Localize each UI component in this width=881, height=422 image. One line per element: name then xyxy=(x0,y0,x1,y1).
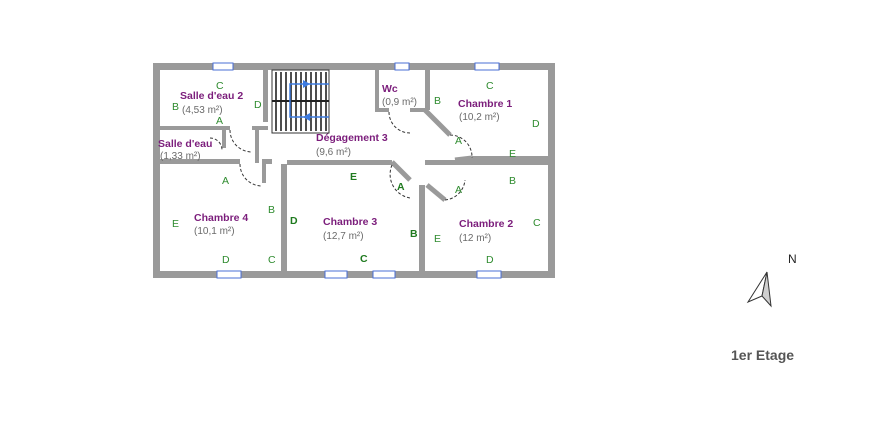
windows xyxy=(212,62,502,279)
wall-letter-ch3-e: E xyxy=(350,171,357,183)
wall-sde2-south-b xyxy=(252,126,268,130)
wall-ch2-north xyxy=(425,160,548,165)
wall-letter-ch2-e: E xyxy=(434,233,441,245)
wall-sde2-south xyxy=(160,126,230,130)
wall-sde-east xyxy=(222,130,226,148)
staircase xyxy=(271,69,330,134)
room-area-chambre-3: (12,7 m²) xyxy=(323,231,364,242)
wall-letters: C B D A B C D E A A E B D C E D B C A B … xyxy=(172,80,541,266)
wall-letter-ch4-b: B xyxy=(268,204,275,216)
wall-letter-ch4-c: C xyxy=(268,254,276,266)
door-sde2 xyxy=(229,129,253,153)
wall-letter-ch1-c: C xyxy=(486,80,494,92)
window-ch1 xyxy=(474,62,500,71)
door-swings xyxy=(209,111,473,201)
wall-letter-ch3-b: B xyxy=(410,228,418,240)
wall-wc-west xyxy=(375,70,379,110)
room-name-wc: Wc xyxy=(382,83,398,95)
wall-wc-south xyxy=(375,108,389,112)
window-ch3-a xyxy=(324,270,348,279)
floor-label: 1er Etage xyxy=(731,347,794,363)
room-name-salle-eau: Salle d'eau xyxy=(158,138,212,150)
wall-letter-ch2-a: A xyxy=(455,184,462,196)
wall-letter-sde2-c: C xyxy=(216,80,224,92)
wall-ch4-north-b xyxy=(262,159,272,164)
wall-stair-left-lower xyxy=(255,130,259,163)
wall-letter-ch4-d: D xyxy=(222,254,230,266)
room-name-chambre-3: Chambre 3 xyxy=(323,216,377,228)
wall-north xyxy=(153,63,555,70)
wall-diag-se xyxy=(425,183,447,202)
wall-west xyxy=(153,63,160,278)
room-area-salle-eau-2: (4,53 m²) xyxy=(182,105,223,116)
room-labels: Salle d'eau 2 (4,53 m²) Wc (0,9 m²) Cham… xyxy=(158,83,513,244)
window-ch3-b xyxy=(372,270,396,279)
room-name-chambre-2: Chambre 2 xyxy=(459,218,513,230)
room-area-salle-eau: (1,33 m²) xyxy=(160,151,201,162)
wall-diag-ne xyxy=(423,108,452,137)
wall-letter-ch1-e: E xyxy=(509,148,516,160)
room-area-chambre-1: (10,2 m²) xyxy=(459,112,500,123)
compass-arrow-right xyxy=(761,271,772,308)
door-sde xyxy=(209,137,223,151)
wall-ch1-south xyxy=(472,156,548,161)
door-wc xyxy=(388,111,411,134)
wall-door-jamb xyxy=(262,159,266,183)
wall-letter-ch3-c: C xyxy=(360,253,368,265)
room-name-degagement-3: Dégagement 3 xyxy=(316,132,388,144)
wall-diag-e xyxy=(454,155,473,163)
wall-ch4-north xyxy=(160,159,240,164)
room-name-chambre-4: Chambre 4 xyxy=(194,212,248,224)
wall-ch4-ch3 xyxy=(281,164,287,271)
wall-ch3-north xyxy=(287,160,392,165)
wall-letter-ch3-a: A xyxy=(397,181,405,193)
wall-letter-sde2-d: D xyxy=(254,99,262,111)
compass-north-label: N xyxy=(788,252,797,266)
door-ch1 xyxy=(449,134,473,159)
door-ch3 xyxy=(389,164,411,199)
wall-ch3-ch2 xyxy=(419,185,425,271)
diagonal-walls xyxy=(390,108,473,202)
window-ch4 xyxy=(216,270,242,279)
wall-letter-ch4-a: A xyxy=(222,175,229,187)
wall-letter-sde2-a: A xyxy=(216,115,223,127)
window-ch2 xyxy=(476,270,502,279)
wall-ch1-west xyxy=(425,70,430,110)
wall-letter-ch2-c: C xyxy=(533,217,541,229)
wall-letter-ch4-e: E xyxy=(172,218,179,230)
room-area-chambre-4: (10,1 m²) xyxy=(194,226,235,237)
wall-letter-ch1-a: A xyxy=(455,135,462,147)
wall-letter-ch3-d: D xyxy=(290,215,298,227)
window-sde2 xyxy=(212,62,234,71)
wall-diag-sw xyxy=(390,160,412,182)
wall-sde2-east xyxy=(263,70,268,122)
wall-wc-south-b xyxy=(410,108,425,112)
room-name-salle-eau-2: Salle d'eau 2 xyxy=(180,90,243,102)
wall-letter-ch1-b: B xyxy=(434,95,441,107)
compass: N xyxy=(746,252,797,308)
door-ch4 xyxy=(239,163,263,187)
wall-east xyxy=(548,63,555,278)
wall-letter-ch2-d: D xyxy=(486,254,494,266)
wall-south xyxy=(153,271,555,278)
door-ch2 xyxy=(444,179,466,201)
wall-letter-ch1-d: D xyxy=(532,118,540,130)
room-area-degagement-3: (9,6 m²) xyxy=(316,147,351,158)
room-area-chambre-2: (12 m²) xyxy=(459,233,491,244)
room-area-wc: (0,9 m²) xyxy=(382,97,417,108)
window-wc xyxy=(394,62,410,71)
room-name-chambre-1: Chambre 1 xyxy=(458,98,512,110)
wall-letter-sde2-b: B xyxy=(172,101,179,113)
wall-letter-ch2-b: B xyxy=(509,175,516,187)
walls xyxy=(153,63,555,278)
